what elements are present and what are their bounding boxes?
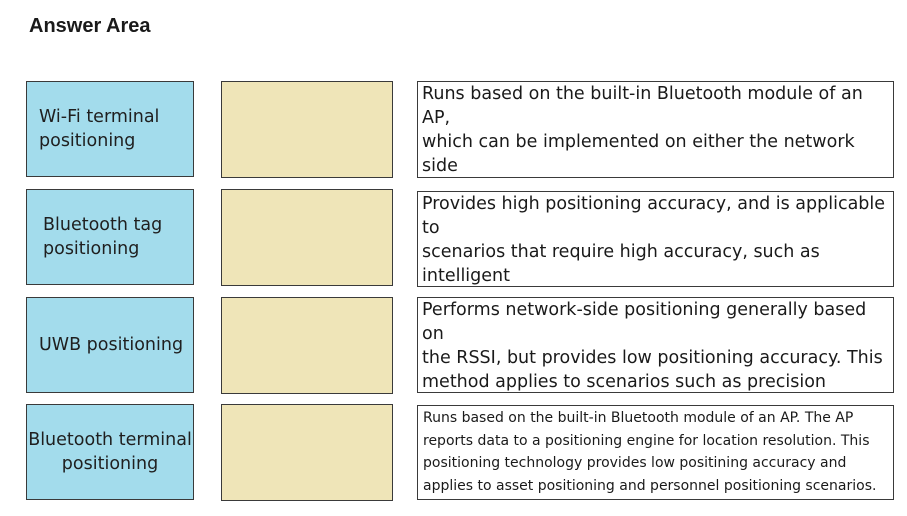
term-uwb-positioning[interactable]: UWB positioning [26, 297, 194, 393]
term-bluetooth-tag-positioning[interactable]: Bluetooth tag positioning [26, 189, 194, 285]
term-wifi-terminal-positioning[interactable]: Wi-Fi terminal positioning [26, 81, 194, 177]
drop-target-2[interactable] [221, 189, 393, 286]
term-bluetooth-terminal-positioning[interactable]: Bluetooth terminal positioning [26, 404, 194, 500]
drop-target-4[interactable] [221, 404, 393, 501]
answer-area-title: Answer Area [29, 15, 151, 37]
description-2: Provides high positioning accuracy, and … [417, 191, 894, 287]
drop-target-3[interactable] [221, 297, 393, 394]
drop-target-1[interactable] [221, 81, 393, 178]
description-1: Runs based on the built-in Bluetooth mod… [417, 81, 894, 178]
description-3: Performs network-side positioning genera… [417, 297, 894, 393]
term-label: UWB positioning [39, 335, 184, 355]
term-label: Wi-Fi terminal positioning [39, 107, 160, 151]
description-4: Runs based on the built-in Bluetooth mod… [417, 405, 894, 500]
term-label: Bluetooth terminal positioning [28, 430, 192, 474]
term-label: Bluetooth tag positioning [43, 215, 163, 259]
